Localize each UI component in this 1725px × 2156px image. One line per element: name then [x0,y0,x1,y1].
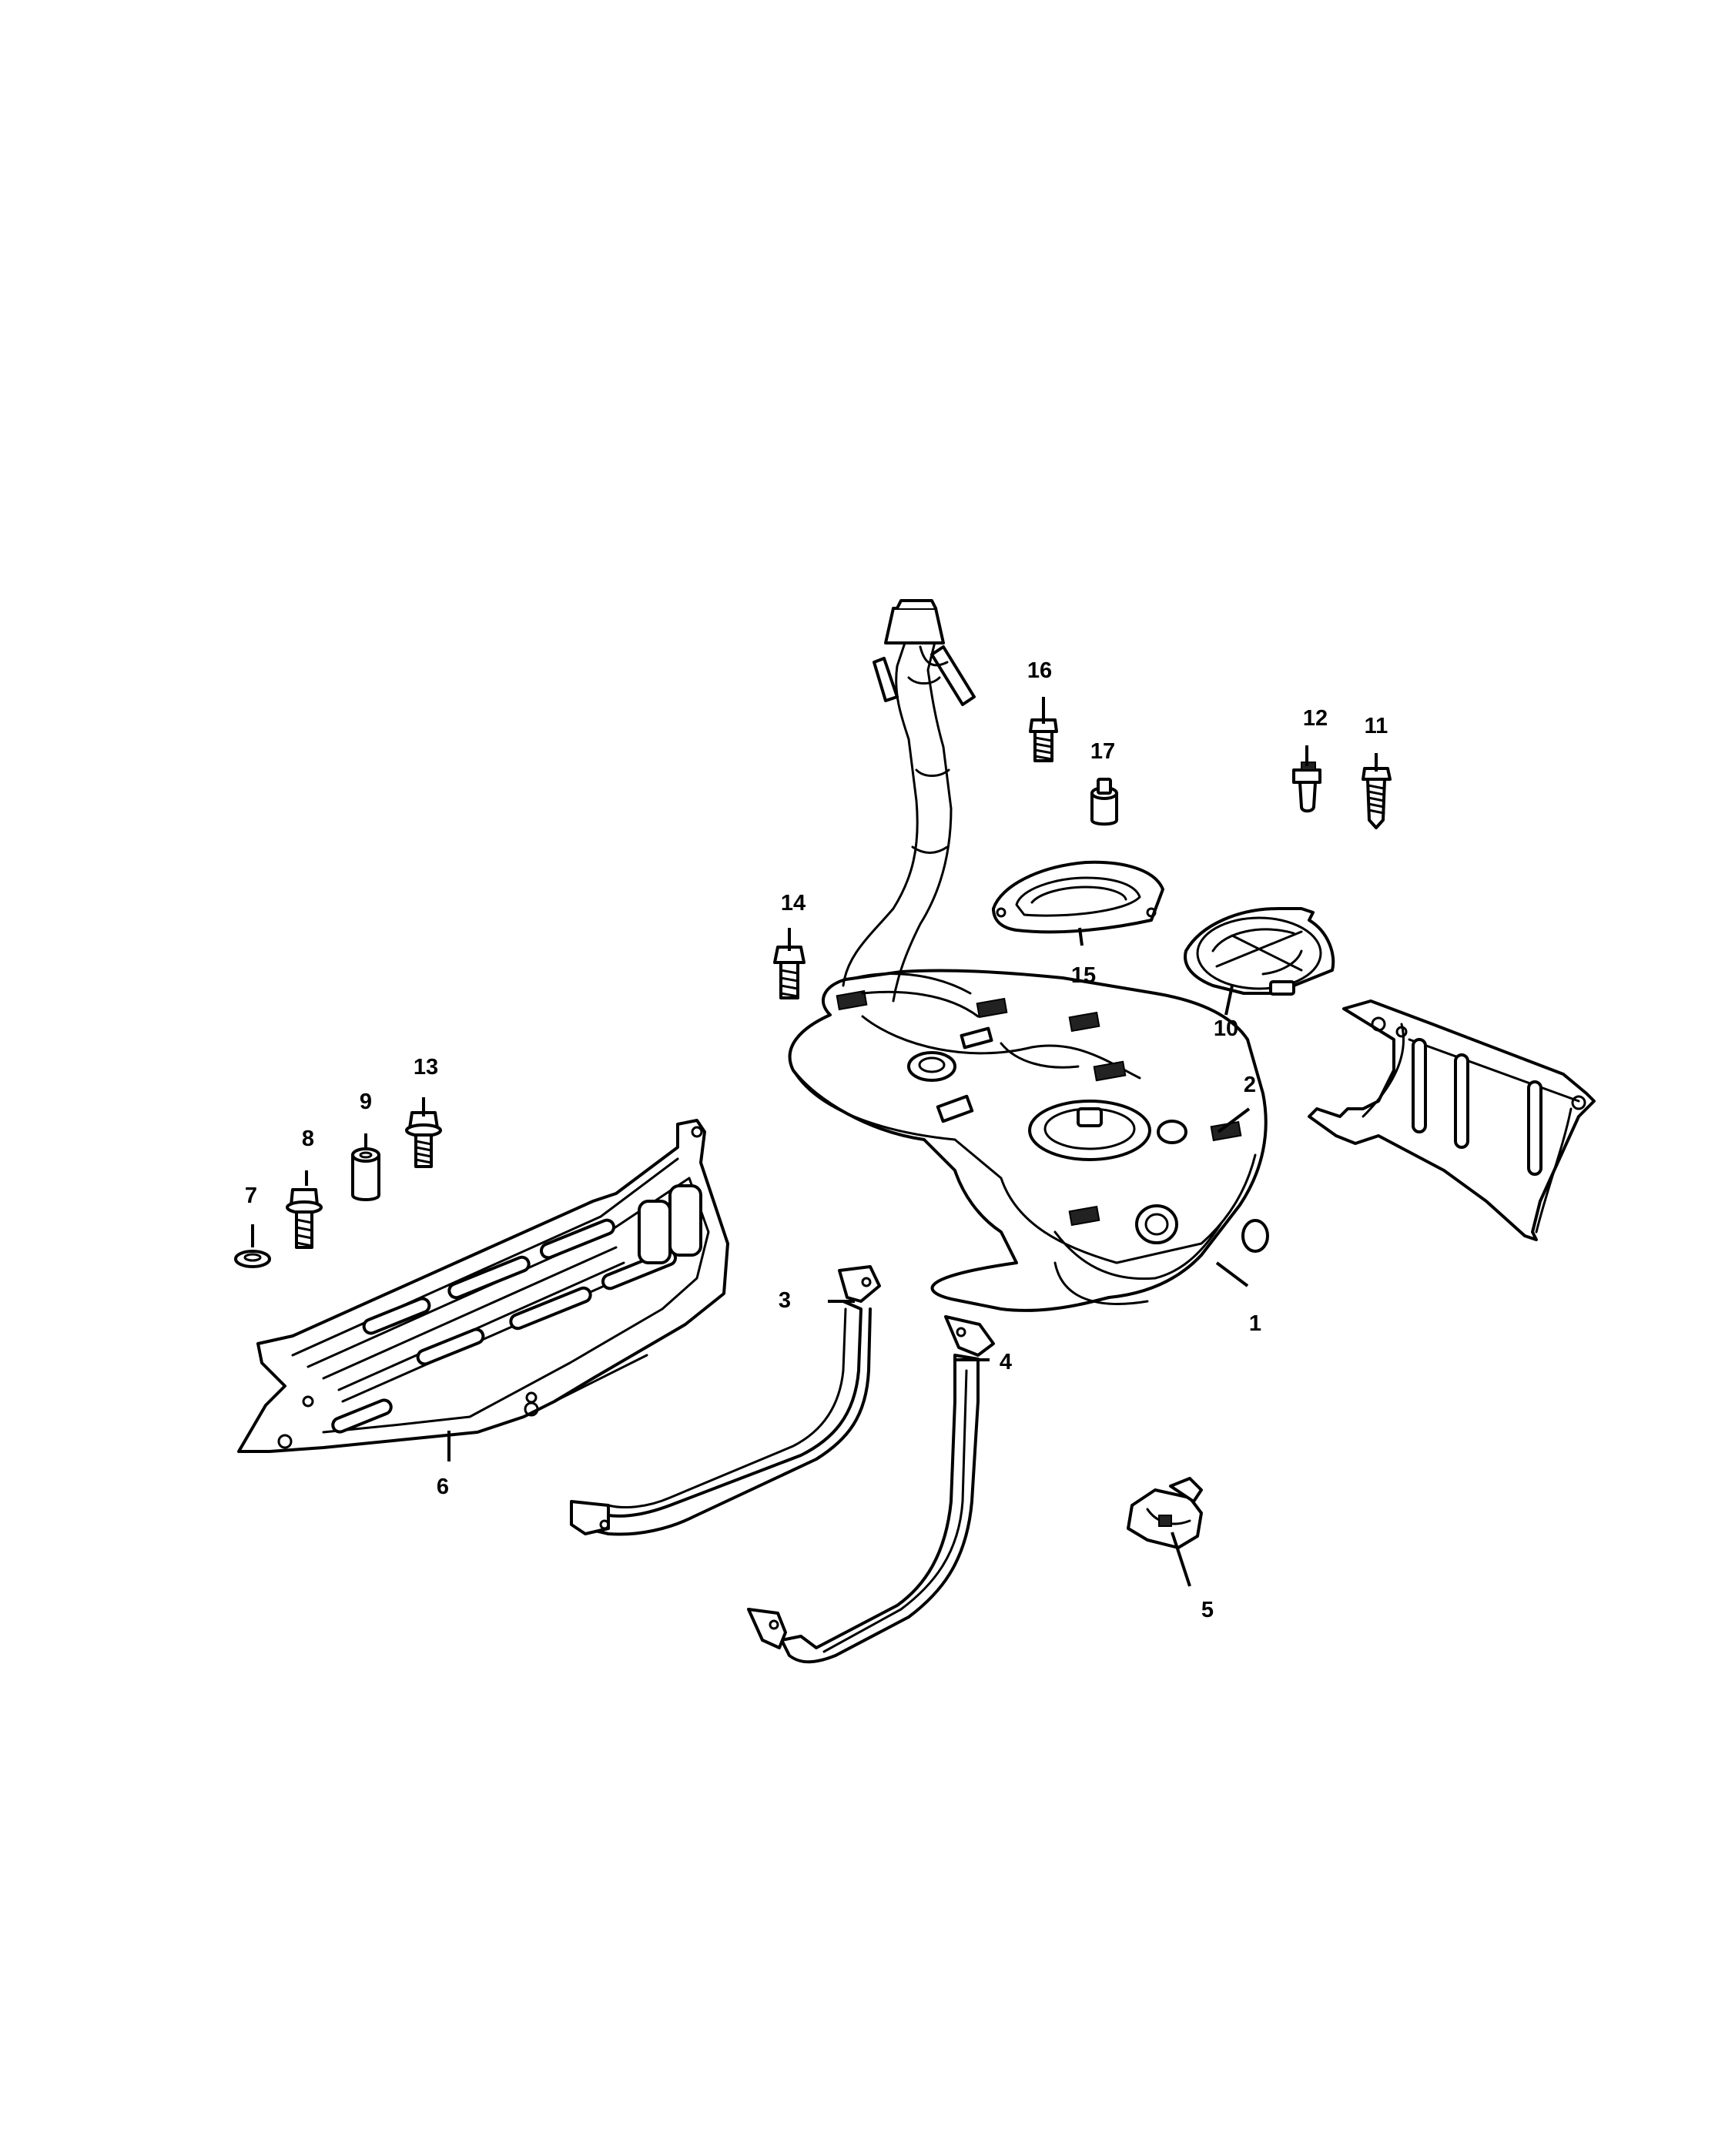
bolt-11 [1362,767,1392,829]
heat-shield [1308,999,1596,1241]
bolt-13 [405,1111,442,1168]
spacer-9 [351,1147,380,1201]
bolt-16 [1029,718,1058,762]
tank-strap-3 [570,1265,881,1536]
tank-strap-4 [747,1315,995,1664]
callout-3: 3 [779,1288,791,1313]
callout-10: 10 [1214,1016,1238,1041]
nut-7 [234,1250,271,1268]
skid-plate-6 [237,1119,729,1453]
callout-11: 11 [1365,714,1388,738]
callout-2: 2 [1244,1073,1256,1097]
callout-4: 4 [1000,1350,1012,1374]
bolt-14 [773,946,806,999]
spacer-17 [1090,778,1118,826]
push-nut-12 [1292,762,1321,813]
callout-9: 9 [360,1090,372,1114]
callout-5: 5 [1201,1598,1214,1622]
gasket-15 [992,860,1164,934]
callout-15: 15 [1071,963,1096,988]
bolt-8 [286,1188,323,1249]
callout-12: 12 [1303,706,1328,731]
callout-17: 17 [1090,739,1115,764]
leader-lines [251,697,1378,1587]
callout-7: 7 [245,1183,257,1208]
callout-1: 1 [1249,1311,1261,1336]
callout-8: 8 [302,1127,314,1151]
callout-16: 16 [1027,658,1052,683]
callout-6: 6 [437,1475,449,1499]
lock-ring-10 [1184,907,1335,996]
callout-14: 14 [781,891,806,916]
fuel-filler-tube [842,599,980,1018]
callout-13: 13 [414,1055,438,1080]
callout-labels: 1 2 3 4 5 6 7 8 9 10 11 12 13 14 15 16 1… [245,658,1388,1622]
fuel-tank [788,969,1269,1312]
tank-bracket-5 [1127,1477,1203,1549]
